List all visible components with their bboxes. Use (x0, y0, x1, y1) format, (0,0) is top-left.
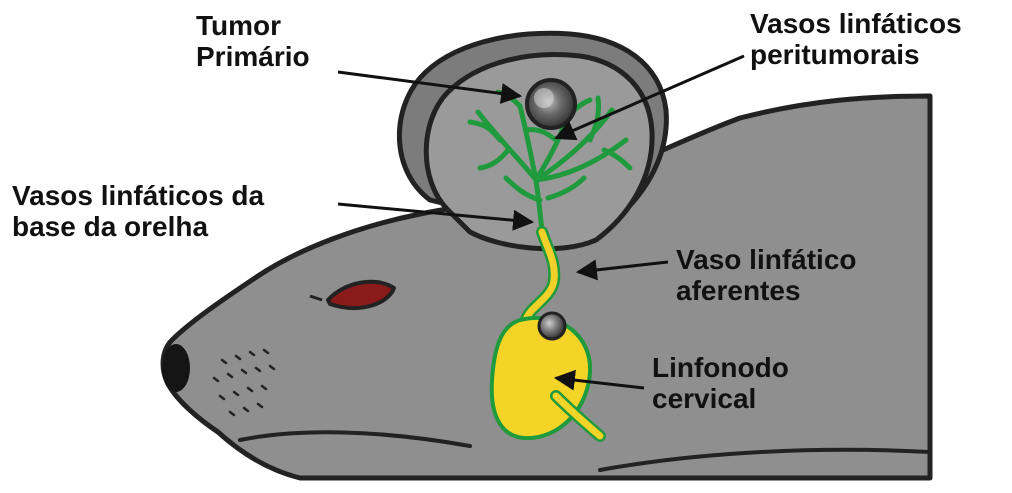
label-primary-tumor-line1: Tumor (196, 10, 310, 41)
label-afferent-line2: aferentes (676, 275, 857, 306)
label-ear-base-line2: base da orelha (12, 211, 264, 242)
label-node-line1: Linfonodo (652, 352, 789, 383)
label-ear-base-vessels: Vasos linfáticos da base da orelha (12, 180, 264, 242)
label-afferent-line1: Vaso linfático (676, 244, 857, 275)
nose (162, 344, 190, 392)
label-afferent-vessel: Vaso linfático aferentes (676, 244, 857, 306)
node-metastasis (539, 313, 565, 339)
label-ear-base-line1: Vasos linfáticos da (12, 180, 264, 211)
label-peritumoral-line2: peritumorais (750, 39, 962, 70)
label-peritumoral-line1: Vasos linfáticos (750, 8, 962, 39)
label-node-line2: cervical (652, 383, 789, 414)
tumor-highlight (534, 88, 554, 108)
label-primary-tumor: Tumor Primário (196, 10, 310, 72)
label-primary-tumor-line2: Primário (196, 41, 310, 72)
label-cervical-node: Linfonodo cervical (652, 352, 789, 414)
label-peritumoral-vessels: Vasos linfáticos peritumorais (750, 8, 962, 70)
